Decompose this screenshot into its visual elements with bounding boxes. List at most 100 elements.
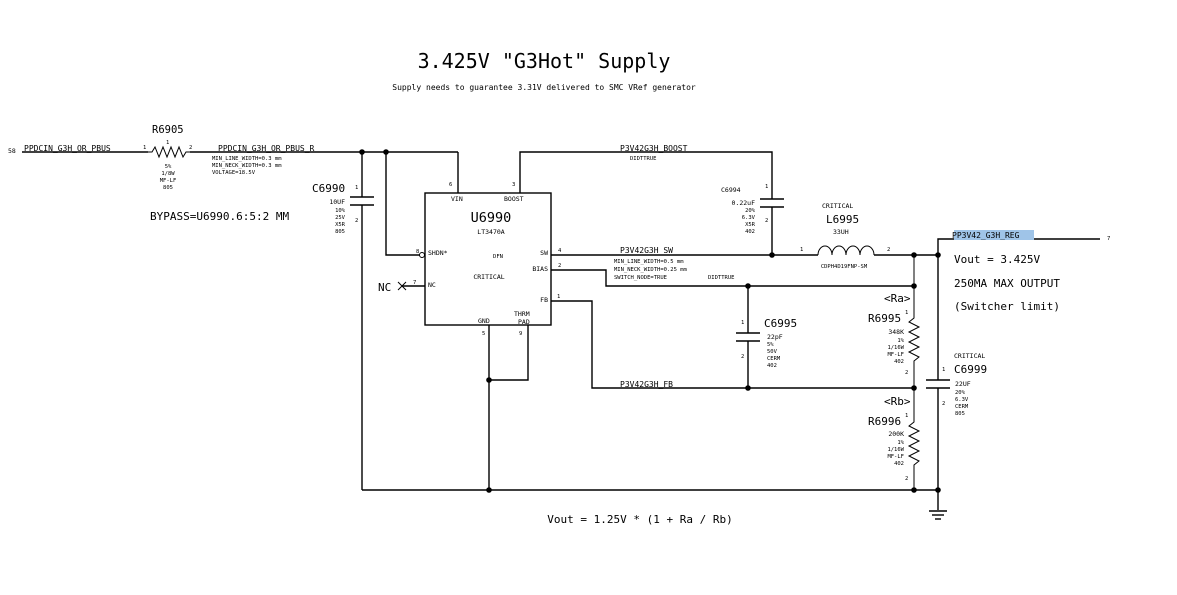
r6905-pin1: 1 bbox=[143, 145, 146, 151]
r6905-refdes: R6905 bbox=[152, 124, 184, 136]
fb-net-label[interactable]: P3V42G3H_FB bbox=[620, 380, 673, 389]
pin-sw-number: 4 bbox=[558, 248, 562, 254]
c6994-value: 0.22uF bbox=[732, 199, 756, 207]
sw-net-prop: DIDTTRUE bbox=[708, 275, 735, 281]
ic-u6990[interactable]: U6990 LT3470A DFN CRITICAL VIN 6 BOOST 3… bbox=[413, 182, 562, 337]
pin-vin-label: VIN bbox=[451, 195, 463, 203]
boost-net-label[interactable]: P3V42G3H_BOOST bbox=[620, 144, 688, 153]
ic-part-number: LT3470A bbox=[477, 228, 504, 236]
sw-net-prop: MIN_NECK_WIDTH=0.25 mm bbox=[614, 267, 688, 273]
ic-package: DFN bbox=[493, 254, 503, 260]
pin-gnd-number: 5 bbox=[482, 331, 485, 337]
bias-net-wire[interactable] bbox=[551, 269, 914, 287]
pin-bias-label: BIAS bbox=[532, 265, 548, 273]
c6994-pin1: 1 bbox=[765, 184, 768, 190]
resistor-r6905[interactable]: R6905 1 1 2 5% 1/8W MF-LF 805 bbox=[143, 124, 192, 191]
thermal-pad-wire[interactable] bbox=[489, 325, 529, 381]
c6995-prop: 402 bbox=[767, 363, 777, 369]
vin-net-prop: VOLTAGE=18.5V bbox=[212, 170, 256, 176]
nc-external-label: NC bbox=[378, 281, 391, 294]
c6995-refdes: C6995 bbox=[764, 317, 797, 330]
c6995-prop: 50V bbox=[767, 349, 778, 355]
pin-fb-number: 1 bbox=[557, 294, 560, 300]
c6990-prop: 10% bbox=[335, 208, 346, 214]
inductor-l6995[interactable]: CRITICAL L6995 33UH 1 2 CDPH4D19FNP-SM bbox=[800, 202, 890, 270]
c6990-pin1: 1 bbox=[355, 185, 358, 191]
r6995-tag: <Ra> bbox=[884, 292, 911, 305]
bypass-note: BYPASS=U6990.6:5:2 MM bbox=[150, 210, 289, 223]
boost-net-wire[interactable] bbox=[519, 151, 773, 195]
r6996-tag: <Rb> bbox=[884, 395, 911, 408]
r6996-pin2: 2 bbox=[905, 476, 908, 482]
input-net-label[interactable]: PPDCIN_G3H_OR_PBUS bbox=[24, 144, 111, 153]
junction-dot bbox=[911, 487, 917, 493]
sw-net-prop: MIN_LINE_WIDTH=0.5 mm bbox=[614, 259, 684, 265]
capacitor-c6999[interactable]: CRITICAL C6999 1 2 22UF 20% 6.3V CERM 80… bbox=[926, 255, 987, 510]
r6995-pin2: 2 bbox=[905, 370, 908, 376]
c6995-value: 22pF bbox=[767, 333, 783, 341]
r6995-prop: 1% bbox=[897, 338, 904, 344]
r6996-prop: 1% bbox=[897, 440, 904, 446]
ground-icon bbox=[929, 510, 947, 520]
switcher-limit-label: (Switcher limit) bbox=[954, 300, 1060, 313]
resistor-r6995[interactable]: <Ra> R6995 1 2 348K 1% 1/16W MF-LF 402 bbox=[868, 255, 921, 388]
r6996-value: 200K bbox=[888, 430, 904, 438]
pin-gnd-label: GND bbox=[478, 317, 490, 325]
c6990-value: 10UF bbox=[329, 198, 345, 206]
vin-net-label[interactable]: PPDCIN_G3H_OR_PBUS_R bbox=[218, 144, 315, 153]
r6996-prop: 1/16W bbox=[887, 447, 904, 453]
c6995-prop: 5% bbox=[767, 342, 774, 348]
c6994-refdes: C6994 bbox=[721, 186, 741, 194]
resistor-r6996[interactable]: <Rb> R6996 1 2 200K 1% 1/16W MF-LF 402 bbox=[868, 388, 921, 490]
l6995-part: CDPH4D19FNP-SM bbox=[821, 264, 868, 270]
capacitor-c6994[interactable]: C6994 1 2 0.22uF 20% 6.3V X5R 402 bbox=[721, 184, 784, 255]
pin-shdn-number: 8 bbox=[416, 249, 419, 255]
l6995-value: 33UH bbox=[833, 228, 849, 236]
page-title: 3.425V "G3Hot" Supply bbox=[418, 49, 671, 73]
shdn-wire[interactable] bbox=[385, 152, 420, 256]
output-net-label[interactable]: PP3V42_G3H_REG bbox=[952, 231, 1020, 240]
r6996-zigzag bbox=[907, 388, 921, 490]
pin-fb-label: FB bbox=[540, 296, 548, 304]
c6994-prop: 402 bbox=[745, 229, 755, 235]
output-page-ref: 7 bbox=[1107, 236, 1110, 242]
r6905-prop: 805 bbox=[163, 185, 173, 191]
page-subtitle: Supply needs to guarantee 3.31V delivere… bbox=[392, 83, 696, 92]
junction-dot bbox=[935, 487, 941, 493]
pin-bias-number: 2 bbox=[558, 263, 561, 269]
ic-body bbox=[424, 192, 552, 326]
pin-pad-label: PAD bbox=[518, 318, 530, 326]
c6999-value: 22UF bbox=[955, 380, 971, 388]
vin-net-prop: MIN_NECK_WIDTH=0.3 mm bbox=[212, 163, 282, 169]
output-net-highlight bbox=[954, 230, 1034, 240]
capacitor-c6995[interactable]: C6995 1 2 22pF 5% 50V CERM 402 bbox=[736, 286, 797, 388]
r6996-pin1: 1 bbox=[905, 413, 908, 419]
output-net-wire[interactable] bbox=[937, 238, 1100, 255]
c6994-prop: 6.3V bbox=[742, 215, 756, 221]
sw-net-label[interactable]: P3V42G3H_SW bbox=[620, 246, 673, 255]
pin-sw-label: SW bbox=[540, 249, 548, 257]
pin-boost-number: 3 bbox=[512, 182, 515, 188]
l6995-pin1: 1 bbox=[800, 247, 803, 253]
capacitor-c6990[interactable]: C6990 1 2 10UF 10% 25V X5R 805 bbox=[312, 152, 374, 490]
r6905-prop: MF-LF bbox=[160, 178, 177, 184]
r6996-refdes: R6996 bbox=[868, 415, 901, 428]
c6990-prop: 805 bbox=[335, 229, 345, 235]
c6994-prop: X5R bbox=[745, 222, 756, 228]
shdn-inversion-bubble bbox=[419, 252, 425, 258]
l6995-refdes: L6995 bbox=[826, 213, 859, 226]
c6990-prop: X5R bbox=[335, 222, 346, 228]
r6995-prop: 402 bbox=[894, 359, 904, 365]
l6995-critical: CRITICAL bbox=[822, 202, 853, 210]
c6999-refdes: C6999 bbox=[954, 363, 987, 376]
r6995-zigzag bbox=[907, 255, 921, 388]
pin-vin-number: 6 bbox=[449, 182, 452, 188]
no-connect-marker bbox=[397, 281, 407, 291]
c6990-pin2: 2 bbox=[355, 218, 358, 224]
fb-net-wire[interactable] bbox=[551, 300, 914, 389]
r6905-pin2: 2 bbox=[189, 145, 192, 151]
c6999-prop: 805 bbox=[955, 411, 965, 417]
r6996-prop: 402 bbox=[894, 461, 904, 467]
pin-nc-label: NC bbox=[428, 281, 436, 289]
